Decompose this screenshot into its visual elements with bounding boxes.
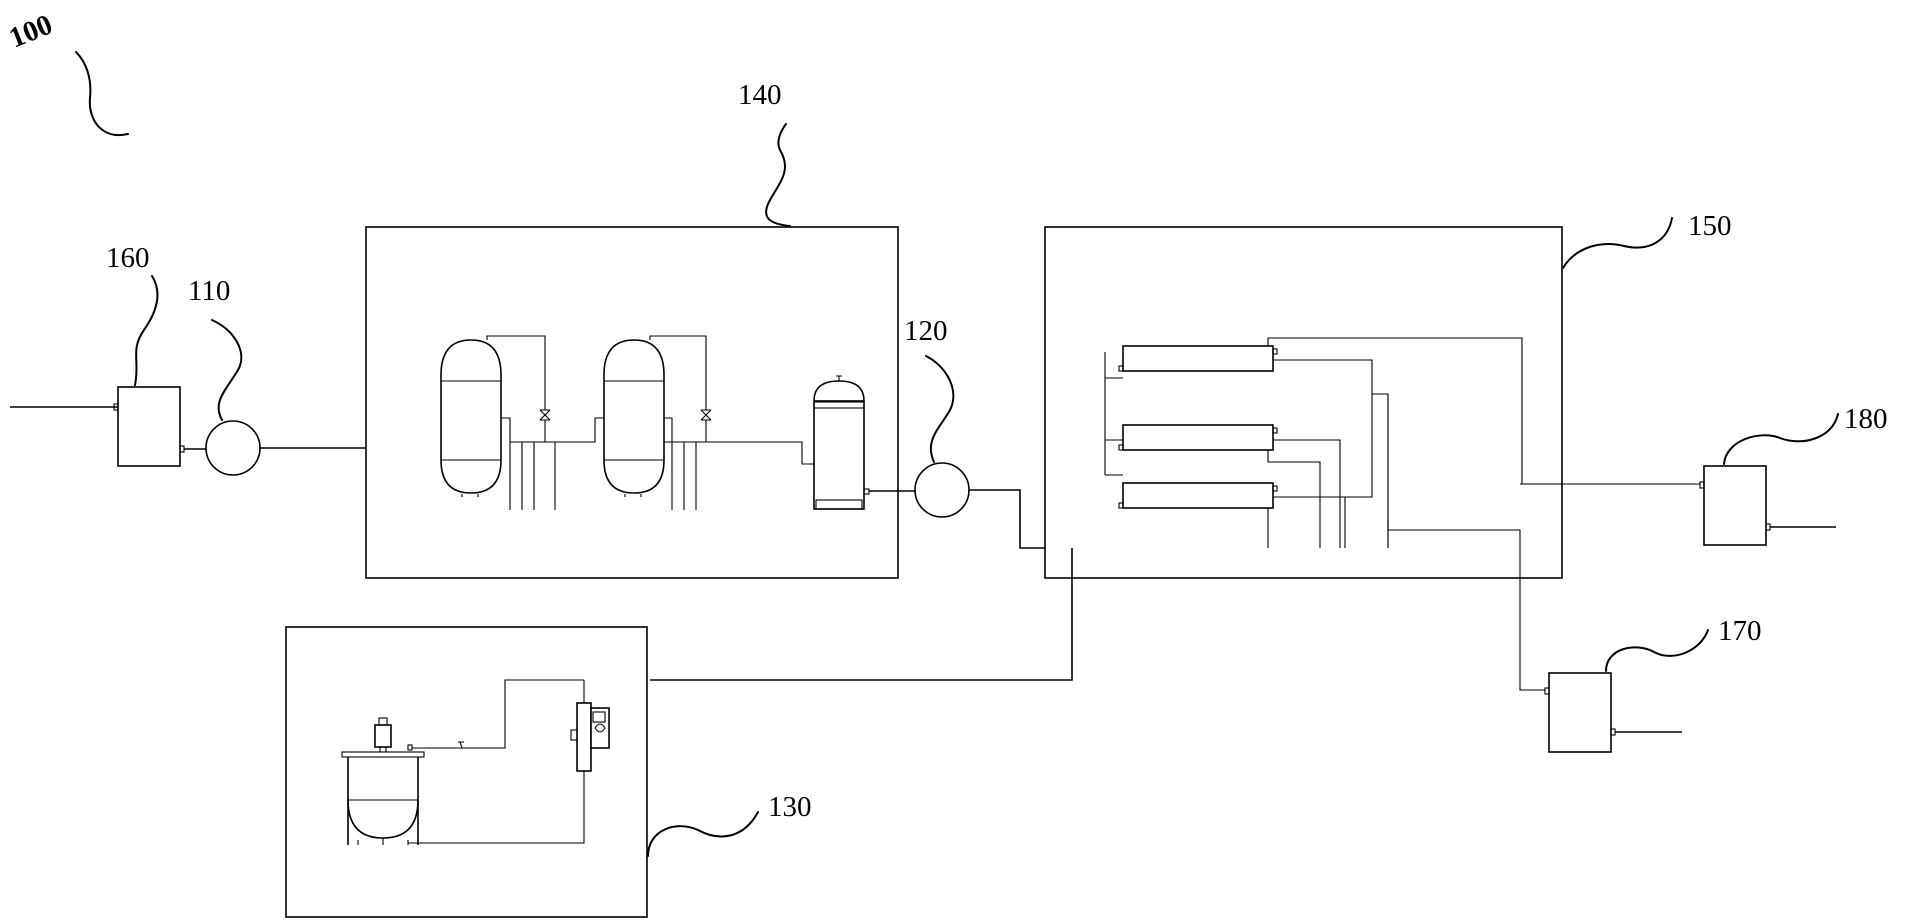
system-reference: 100 [5,9,129,137]
label-160: 160 [106,242,150,274]
label-120: 120 [904,315,948,347]
stage-link-c [1267,450,1321,548]
label-150: 150 [1688,210,1732,242]
interconnect-2 [664,441,814,465]
adsorber-vessel-1 [440,339,502,497]
bypass-line-1 [486,335,546,410]
product-tank-170: 170 [1544,615,1762,753]
leader-120 [925,355,955,463]
stage-link-b [1273,439,1341,548]
feed-tank-160: 160 [106,242,206,467]
stirred-tank [341,717,425,845]
pump-110: 110 [188,275,261,476]
system-label: 100 [5,9,57,55]
label-140: 140 [738,79,782,111]
product-tank-180: 180 [1699,403,1888,546]
pump-feed-line [412,679,584,749]
membrane-module-3 [1118,482,1278,509]
leader-130 [647,811,759,857]
dosing-pump [570,680,610,840]
unit-130: 130 [285,626,812,918]
label-180: 180 [1844,403,1888,435]
system-leader [75,51,129,137]
label-170: 170 [1718,615,1762,647]
drain-lines-2 [671,442,697,510]
bypass-line-2 [649,335,707,410]
tank-to-pump-line [408,840,585,844]
leader-150 [1562,217,1673,269]
feed-branches [1105,377,1123,476]
valve-2 [700,409,712,421]
interconnect-1 [501,417,604,443]
valve-1 [539,409,551,421]
membrane-module-1 [1118,345,1278,372]
unit-150: 150 [1044,210,1732,579]
pipe-150-170 [1387,394,1545,691]
permeate-to-180 [1267,337,1523,484]
filter-column [813,375,870,510]
leader-140 [765,123,791,227]
label-110: 110 [188,275,230,307]
label-130: 130 [768,791,812,823]
pump-120: 120 [904,315,970,518]
vessel2-outlet [664,417,673,442]
adsorber-vessel-2 [603,339,665,497]
membrane-module-2 [1118,424,1278,451]
line-fitting [458,741,464,749]
leader-160 [134,275,159,386]
leader-170 [1605,629,1709,672]
drain-lines-1 [509,442,535,510]
recycle-line [650,548,1073,681]
leader-180 [1723,413,1839,465]
leader-110 [211,319,243,421]
stage-link-a [1273,359,1373,498]
unit-140: 140 [365,79,899,579]
